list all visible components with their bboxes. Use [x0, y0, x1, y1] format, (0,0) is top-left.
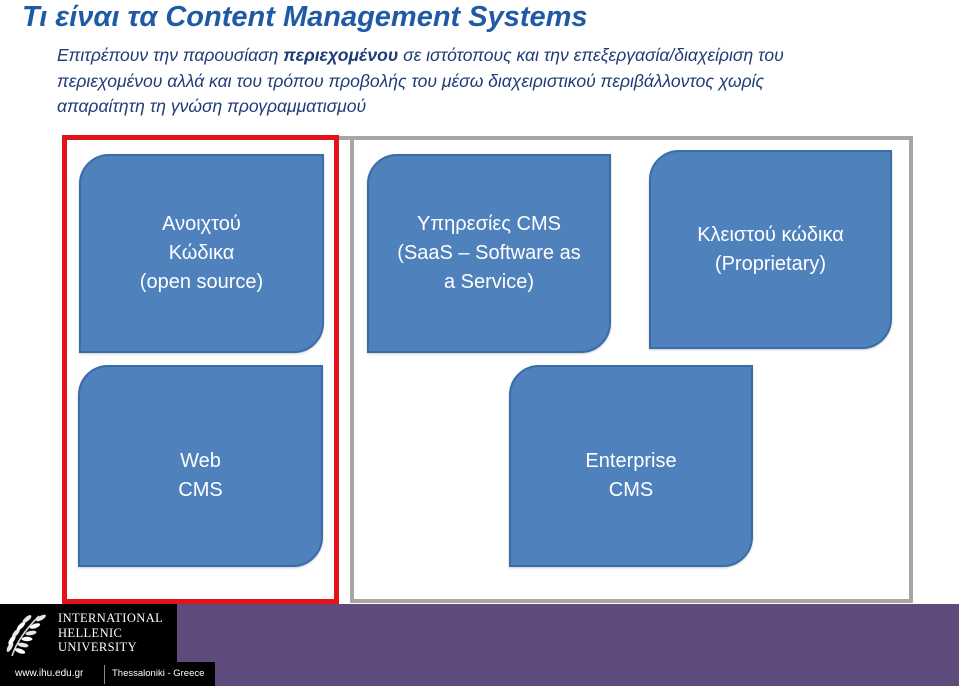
intro-paragraph: Επιτρέπουν την παρουσίαση περιεχομένου σ…: [57, 43, 784, 120]
laurel-icon: [6, 614, 46, 657]
intro-line-1-end: σε ιστότοπους και την επεξεργασία/διαχεί…: [403, 45, 784, 65]
box-label-line: Κλειστού κώδικα: [697, 223, 844, 246]
intro-line-3: απαραίτητη τη γνώση προγραμματισμού: [57, 96, 367, 116]
cms-type-saas: Υπηρεσίες CMS (SaaS – Software as a Serv…: [367, 154, 611, 353]
box-label-line: Υπηρεσίες CMS: [417, 213, 561, 235]
cms-type-proprietary: Κλειστού κώδικα (Proprietary): [649, 150, 892, 349]
box-label-line: (SaaS – Software as: [397, 242, 581, 264]
logo-wordmark: INTERNATIONAL HELLENIC UNIVERSITY: [58, 611, 163, 655]
intro-line-1: Επιτρέπουν την παρουσίαση περιεχομένου σ…: [57, 43, 784, 69]
logo-wordmark-line: HELLENIC: [58, 625, 123, 640]
intro-keyword-content: περιεχομένου: [283, 45, 399, 65]
box-label-line: (Proprietary): [714, 252, 827, 275]
cms-type-web: Web CMS: [78, 365, 323, 567]
highlight-frame: [62, 135, 339, 604]
box-label-line: CMS: [178, 479, 223, 501]
footer-website: www.ihu.edu.gr: [15, 668, 84, 679]
logo-wordmark-line: INTERNATIONAL: [58, 611, 164, 625]
footer-location: Thessaloniki - Greece: [112, 668, 205, 679]
slide-title: Τι είναι τα Content Management Systems: [22, 1, 588, 33]
group-frame-top-segment: [338, 136, 352, 140]
intro-line-1-start: Επιτρέπουν την παρουσίαση: [57, 45, 279, 65]
box-label-line: a Service): [443, 271, 535, 293]
logo-wordmark-line: UNIVERSITY: [58, 640, 137, 654]
footer-separator: [104, 665, 105, 684]
box-label-line: CMS: [608, 479, 654, 501]
cms-type-open-source: Ανοιχτού Κώδικα (open source): [79, 154, 324, 353]
box-label-line: Κώδικα: [168, 242, 235, 264]
intro-line-2: περιεχομένου αλλά και του τρόπου προβολή…: [57, 70, 765, 91]
cms-type-enterprise: Enterprise CMS: [509, 365, 753, 567]
box-label-line: (open source): [139, 271, 264, 293]
box-label-line: Enterprise: [585, 450, 677, 472]
footer-info-strip: [0, 662, 215, 686]
box-label-line: Web: [180, 450, 221, 472]
box-label-line: Ανοιχτού: [162, 213, 241, 235]
group-frame: [350, 136, 913, 603]
